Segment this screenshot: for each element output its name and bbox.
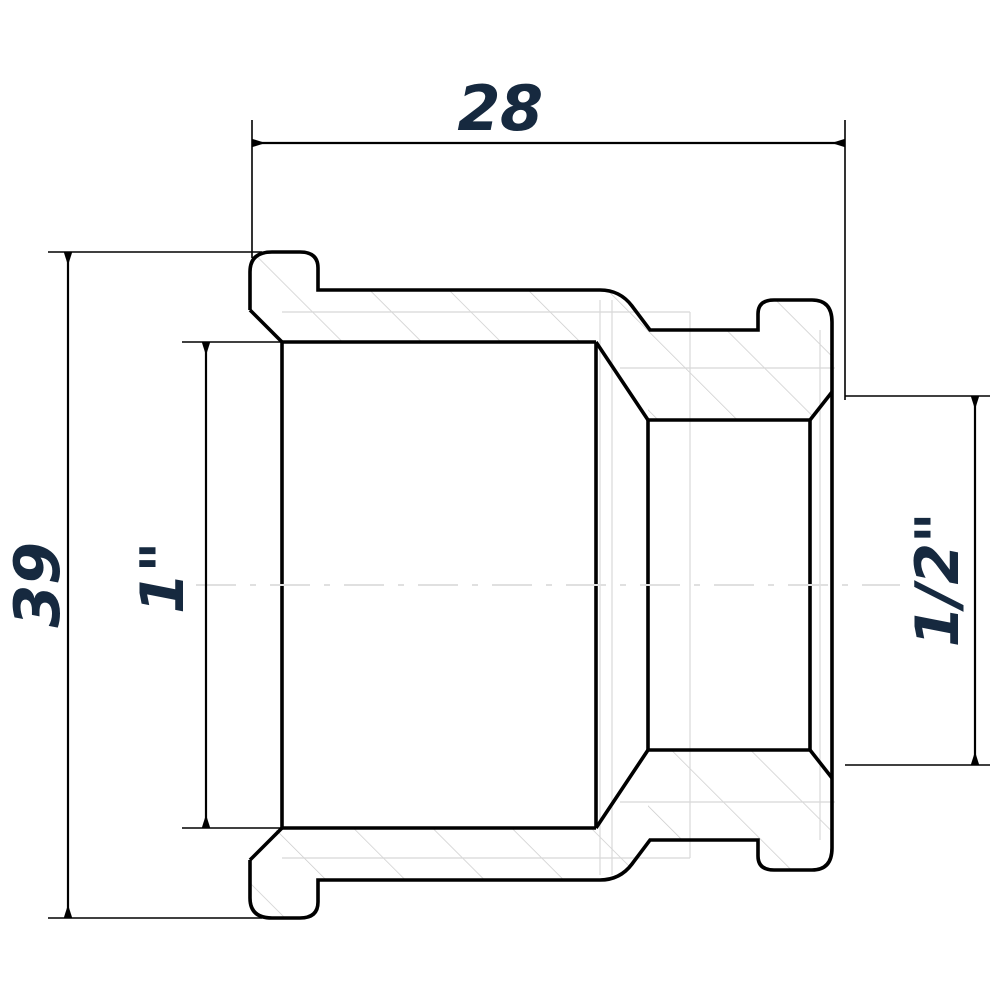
dimension-label-small-thread: 1/2" bbox=[903, 512, 973, 648]
thin-construction-lines bbox=[282, 300, 835, 875]
dimension-lines bbox=[63, 138, 980, 919]
dimension-label-overall-diameter: 39 bbox=[1, 542, 74, 628]
extension-lines bbox=[48, 120, 990, 919]
dimension-label-overall-length: 28 bbox=[457, 72, 543, 145]
dimension-label-large-thread: 1" bbox=[128, 541, 198, 615]
section-hatching bbox=[250, 252, 832, 918]
